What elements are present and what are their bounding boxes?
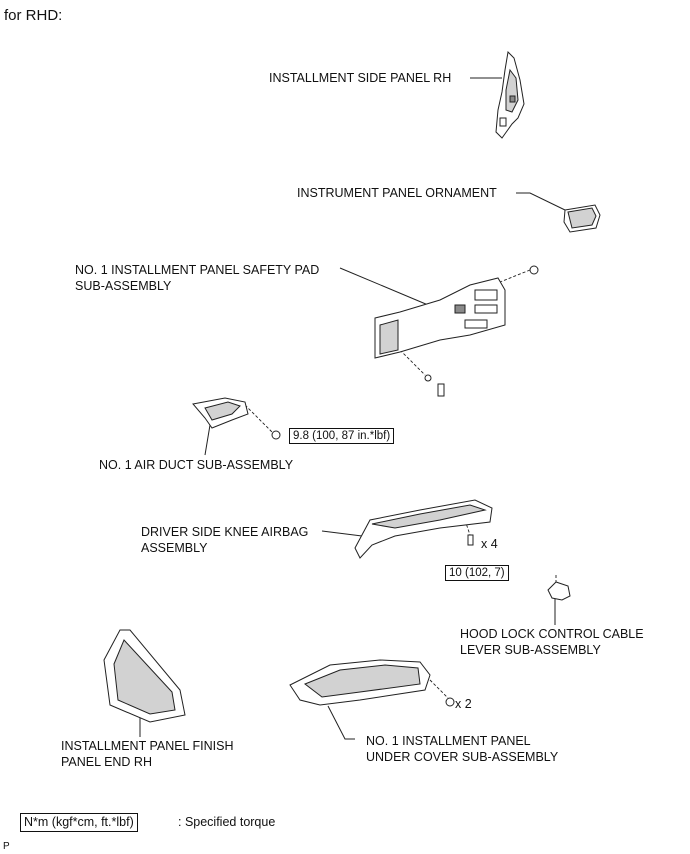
safety-pad-sub-assembly [374, 265, 539, 397]
leader-air-duct [204, 424, 211, 456]
leader-ornament [516, 192, 566, 211]
qty-under-cover-bolts: x 2 [455, 697, 472, 711]
air-duct-sub-assembly [192, 397, 281, 440]
leader-under-cover [327, 705, 355, 740]
label-under-cover-sub-assembly: NO. 1 INSTALLMENT PANEL UNDER COVER SUB-… [366, 734, 559, 764]
label-air-duct-sub-assembly: NO. 1 AIR DUCT SUB-ASSEMBLY [99, 458, 294, 472]
legend-description: : Specified torque [178, 815, 276, 829]
leader-safety-pad [339, 267, 441, 311]
footer-code: P [3, 841, 10, 852]
under-cover-sub-assembly [289, 659, 455, 707]
dash-safety-pad-screw [399, 349, 426, 376]
installment-side-panel-rh [495, 50, 525, 139]
dash-under-cover-bolt [429, 679, 449, 699]
label-installment-side-panel-rh: INSTALLMENT SIDE PANEL RH [269, 71, 452, 85]
dash-air-duct-bolt [244, 404, 273, 433]
leader-knee-airbag [321, 530, 363, 537]
torque-air-duct-bolt: 9.8 (100, 87 in.*lbf) [289, 428, 395, 444]
qty-knee-airbag-bolts: x 4 [481, 537, 498, 551]
dash-safety-pad-clip [499, 269, 531, 283]
page-title: for RHD: [4, 7, 63, 24]
legend-torque-box: N*m (kgf*cm, ft.*lbf) [20, 813, 138, 832]
label-finish-panel-end-rh: INSTALLMENT PANEL FINISH PANEL END RH [61, 739, 234, 769]
finish-panel-end-rh [103, 629, 186, 723]
label-safety-pad-sub-assembly: NO. 1 INSTALLMENT PANEL SAFETY PAD SUB-A… [75, 263, 320, 293]
hood-lock-lever [547, 581, 571, 601]
torque-knee-airbag-bolt: 10 (102, 7) [445, 565, 509, 581]
label-hood-lock-control-cable-lever: HOOD LOCK CONTROL CABLE LEVER SUB-ASSEMB… [460, 627, 644, 657]
instrument-panel-ornament [563, 204, 601, 233]
label-instrument-panel-ornament: INSTRUMENT PANEL ORNAMENT [297, 186, 497, 200]
knee-airbag-assembly [354, 499, 493, 559]
label-knee-airbag-assembly: DRIVER SIDE KNEE AIRBAG ASSEMBLY [141, 525, 309, 555]
